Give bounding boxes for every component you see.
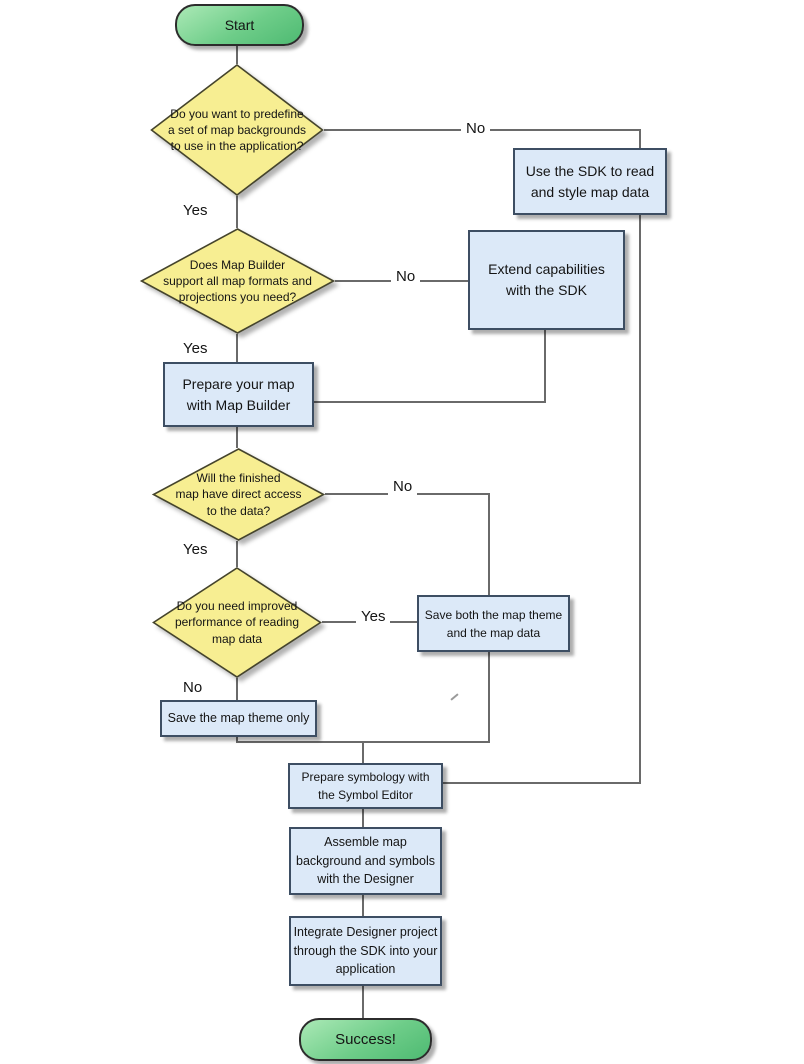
- terminal-success-label: Success!: [335, 1031, 396, 1048]
- decision-performance-label: Do you need improved performance of read…: [174, 599, 300, 646]
- process-extend-sdk-label: Extend capabilities with the SDK: [488, 261, 605, 298]
- connector-direct-yes-down: [236, 541, 238, 567]
- process-integrate: Integrate Designer project through the S…: [289, 916, 442, 986]
- edge-label-performance-yes: Yes: [356, 608, 391, 626]
- decision-predefine: Do you want to predefine a set of map ba…: [150, 63, 324, 197]
- diamond-shape: [150, 63, 324, 197]
- process-save-both-label: Save both the map theme and the map data: [424, 607, 563, 640]
- decision-mapbuilder: Does Map Builder support all map formats…: [139, 228, 336, 334]
- decision-mapbuilder-label: Does Map Builder support all map formats…: [163, 257, 312, 305]
- connector-predefine-yes-down: [236, 196, 238, 228]
- process-extend-sdk: Extend capabilities with the SDK: [468, 230, 625, 330]
- stray-mark: [450, 693, 459, 701]
- diamond-shape: [151, 448, 326, 541]
- process-save-theme: Save the map theme only: [160, 700, 317, 737]
- connector-mapbuilder-yes-down: [236, 334, 238, 362]
- process-use-sdk-label: Use the SDK to read and style map data: [525, 162, 655, 200]
- decision-direct-access-label: Will the finished map have direct access…: [175, 471, 302, 518]
- process-integrate-label: Integrate Designer project through the S…: [293, 924, 438, 977]
- edge-label-predefine-yes: Yes: [178, 202, 213, 220]
- process-use-sdk: Use the SDK to read and style map data: [513, 148, 667, 215]
- edge-label-predefine-no: No: [461, 120, 491, 138]
- connector-extend-down: [544, 326, 546, 403]
- connector-assemble-to-integrate: [362, 891, 364, 916]
- connector-right-rail-down: [639, 129, 641, 784]
- connector-savetheme-down: [236, 733, 238, 743]
- diamond-shape: [152, 567, 322, 678]
- edge-label-mapbuilder-no: No: [391, 268, 421, 286]
- edge-label-direct-access-no: No: [388, 478, 418, 496]
- terminal-start-label: Start: [224, 17, 255, 33]
- connector-extend-to-prepare: [310, 401, 546, 403]
- process-save-theme-label: Save the map theme only: [167, 711, 310, 726]
- decision-predefine-label: Do you want to predefine a set of map ba…: [167, 106, 307, 154]
- connector-start-to-predefine: [236, 41, 238, 64]
- process-symbology-label: Prepare symbology with the Symbol Editor: [301, 770, 430, 802]
- connector-merge-to-symbology: [362, 741, 364, 763]
- edge-label-performance-no: No: [178, 679, 208, 697]
- process-prepare-map: Prepare your map with Map Builder: [163, 362, 314, 427]
- process-assemble: Assemble map background and symbols with…: [289, 827, 442, 895]
- connector-performance-no-down: [236, 678, 238, 700]
- connector-integrate-to-success: [362, 983, 364, 1018]
- connector-prepare-to-direct: [236, 423, 238, 448]
- diamond-shape: [139, 228, 336, 334]
- edge-label-direct-access-yes: Yes: [178, 541, 213, 559]
- process-assemble-label: Assemble map background and symbols with…: [296, 834, 435, 887]
- process-save-both: Save both the map theme and the map data: [417, 595, 570, 652]
- decision-direct-access: Will the finished map have direct access…: [151, 448, 326, 541]
- terminal-start: Start: [175, 4, 304, 46]
- decision-performance: Do you need improved performance of read…: [152, 567, 322, 678]
- connector-symbology-to-assemble: [362, 805, 364, 827]
- connector-right-rail-to-symbology: [439, 782, 641, 784]
- terminal-success: Success!: [299, 1018, 432, 1061]
- process-symbology: Prepare symbology with the Symbol Editor: [288, 763, 443, 809]
- process-prepare-map-label: Prepare your map with Map Builder: [182, 375, 295, 413]
- edge-label-mapbuilder-yes: Yes: [178, 340, 213, 358]
